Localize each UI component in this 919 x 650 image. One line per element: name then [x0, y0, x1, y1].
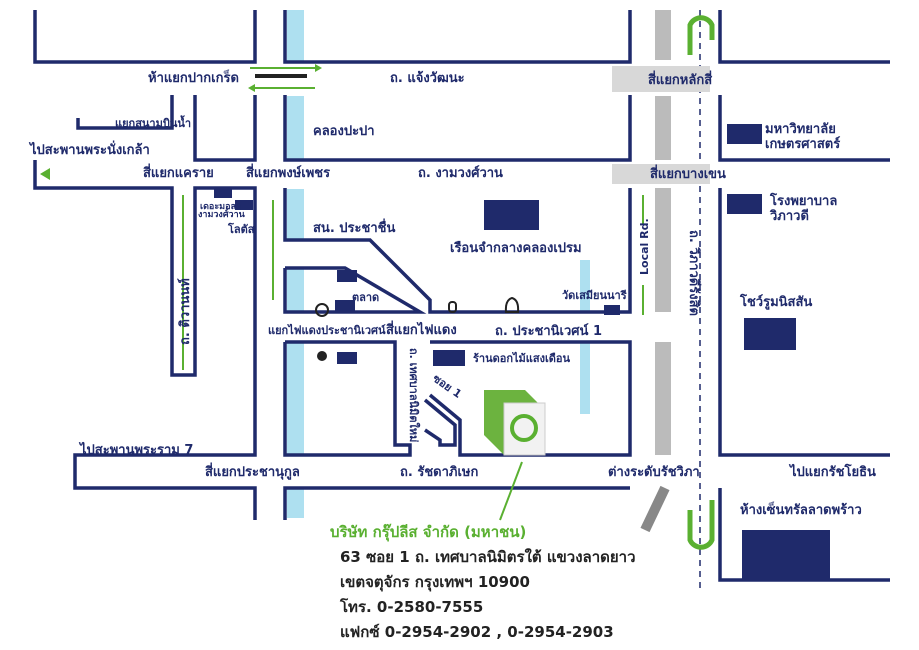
railway	[640, 10, 671, 533]
building-icon	[335, 300, 355, 312]
label: เดอะมอลล์	[200, 200, 242, 212]
label: สี่แยกไฟแดง	[386, 320, 457, 338]
company-address: บริษัท กรุ๊ปลีส จำกัด (มหาชน) 63 ซอย 1 ถ…	[330, 520, 636, 645]
label: มหาวิทยาลัย	[765, 122, 836, 137]
label: ถ. เทศบาลนิมิตใหม่	[407, 348, 421, 442]
central-building-icon	[742, 530, 830, 580]
building-icon	[744, 318, 796, 350]
label: สี่แยกหลักสี่	[648, 70, 712, 88]
label: แยกสนามบินน้ำ	[115, 115, 191, 130]
phone: โทร. 0-2580-7555	[340, 598, 484, 616]
label: สี่แยกแคราย	[143, 163, 214, 181]
prison-building-icon	[484, 200, 539, 230]
label: ห้างเซ็นทรัลลาดพร้าว	[740, 500, 862, 518]
bang-khen-box	[612, 164, 710, 184]
u-turn-icon	[687, 500, 715, 550]
label: ไปแยกรัชโยธิน	[788, 463, 876, 480]
label: สน. ประชาชื่น	[313, 218, 395, 236]
label: ถ. แจ้งวัฒนะ	[390, 70, 465, 86]
label: เรือนจำกลางคลองเปรม	[450, 240, 582, 256]
label: โชว์รูมนิสสัน	[739, 293, 812, 310]
landmark-icon	[448, 301, 457, 313]
grouplease-logo	[510, 414, 538, 442]
bridge-icon	[255, 74, 307, 78]
temple-icon	[315, 303, 329, 317]
label: ร้านดอกไม้แสงเดือน	[473, 351, 570, 365]
address-line: 63 ซอย 1 ถ. เทศบาลนิมิตรใต้ แขวงลาดยาว	[340, 548, 636, 566]
building-icon	[337, 270, 357, 282]
label: ซอย 1	[430, 372, 464, 401]
label: ไปสะพานพระราม 7	[78, 441, 193, 458]
company-name: บริษัท กรุ๊ปลีส จำกัด (มหาชน)	[330, 523, 527, 541]
label: คลองปะปา	[313, 124, 375, 139]
label: โรงพยาบาล	[769, 192, 837, 209]
lak-si-box	[612, 66, 710, 92]
building-icon	[433, 350, 465, 366]
building-icon	[337, 352, 357, 364]
road-network	[33, 10, 890, 590]
label: งามวงศ์วาน	[198, 208, 246, 220]
building-icon	[727, 124, 762, 144]
label: สี่แยกประชานุกูล	[205, 462, 300, 480]
label: ถ. ติวานนท์	[177, 278, 193, 345]
u-turn-icon	[687, 15, 715, 55]
label: แยกไฟแดงประชานิเวศน์	[268, 323, 386, 337]
label: สี่แยกบางเขน	[650, 164, 726, 182]
label: วิภาวดี	[769, 208, 809, 224]
label: ถ. รัชดาภิเษก	[400, 465, 478, 480]
canal	[580, 260, 590, 312]
building-icon	[214, 188, 232, 198]
direction-arrows	[40, 15, 715, 550]
fax: แฟกซ์ 0-2954-2902 , 0-2954-2903	[340, 623, 614, 641]
label: วัดเสมียนนารี	[562, 289, 627, 302]
label: ไปสะพานพระนั่งเกล้า	[28, 140, 150, 158]
address-line: เขตจตุจักร กรุงเทพฯ 10900	[340, 573, 530, 591]
building-icon	[235, 200, 253, 210]
landmark-icon	[317, 351, 327, 361]
canal	[287, 189, 304, 239]
label: เกษตรศาสตร์	[765, 136, 840, 152]
label: Local Rd.	[638, 218, 651, 275]
label: โลตัส	[227, 222, 255, 236]
left-arrow-icon	[40, 168, 50, 180]
canal	[287, 488, 304, 518]
canal	[287, 268, 304, 312]
building-icon	[727, 194, 762, 214]
map-labels: ห้าแยกปากเกร็ด ถ. แจ้งวัฒนะ สี่แยกหลักสี…	[28, 68, 876, 518]
building-icon	[604, 305, 620, 315]
label: ถ. วิภาวดีรังสิต	[686, 230, 702, 316]
label: ตลาด	[352, 291, 379, 304]
canal	[287, 96, 304, 160]
canal	[287, 342, 304, 455]
label: สี่แยกพงษ์เพชร	[246, 163, 330, 181]
buildings	[214, 124, 830, 580]
canal	[580, 342, 590, 414]
canal	[287, 10, 304, 62]
label: ถ. งามวงศ์วาน	[418, 165, 503, 181]
bell-icon	[504, 296, 520, 313]
label: ห้าแยกปากเกร็ด	[148, 68, 239, 86]
label: ถ. ประชานิเวศน์ 1	[495, 323, 602, 339]
label: ต่างระดับรัชวิภา	[608, 465, 700, 480]
